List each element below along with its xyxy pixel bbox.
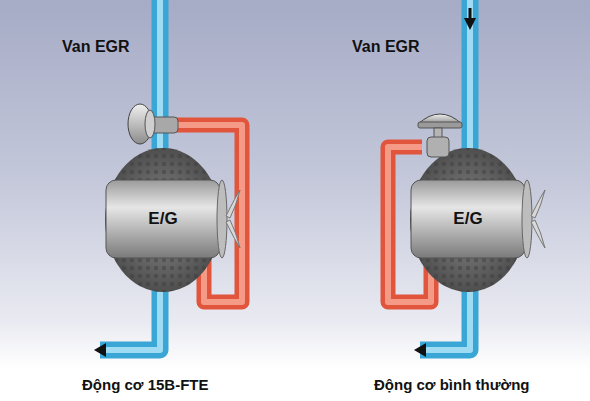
caption-label: Động cơ bình thường [374, 376, 530, 393]
egr-valve-node: Van EGR [128, 108, 178, 142]
engine-box: E/G [108, 182, 218, 256]
engine-box: E/G [413, 182, 523, 256]
valve-label: Van EGR [62, 38, 130, 56]
caption-label: Động cơ 15B-FTE [82, 376, 209, 393]
engine [105, 148, 240, 292]
engine-label: E/G [148, 209, 177, 229]
engine [410, 148, 545, 292]
egr-valve-node: Van EGR [420, 128, 456, 162]
egr-valve [418, 114, 462, 157]
valve-label: Van EGR [352, 38, 420, 56]
engine-label: E/G [453, 209, 482, 229]
egr-valve [128, 104, 178, 144]
